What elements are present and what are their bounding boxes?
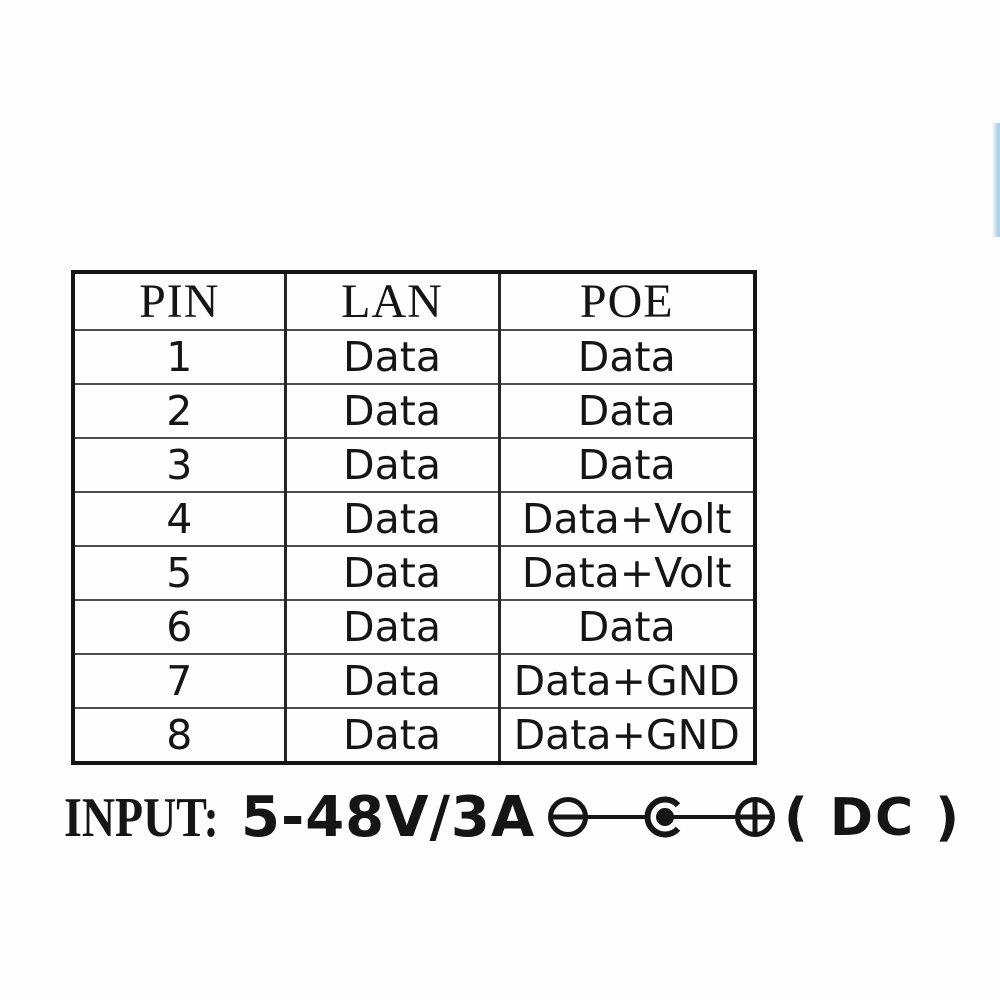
column-header-pin: PIN bbox=[71, 271, 287, 331]
lan-cell: Data bbox=[283, 491, 501, 547]
dc-polarity-icon bbox=[548, 796, 775, 838]
lan-cell: Data bbox=[283, 653, 501, 709]
pin-cell: 7 bbox=[71, 653, 287, 709]
pin-cell: 1 bbox=[71, 329, 287, 385]
pinout-table: PIN LAN POE 1 Data Data 2 Data Data 3 Da… bbox=[71, 270, 757, 765]
table-row: 8 Data Data+GND bbox=[71, 707, 757, 764]
edge-artifact-strip bbox=[992, 123, 1000, 237]
table-row: 2 Data Data bbox=[71, 383, 757, 439]
dc-label: ( DC ) bbox=[784, 788, 962, 848]
poe-cell: Data+Volt bbox=[497, 545, 757, 601]
table-row: 1 Data Data bbox=[71, 329, 757, 385]
poe-cell: Data bbox=[497, 329, 757, 385]
plus-circle-icon bbox=[735, 797, 775, 837]
table-row: 3 Data Data bbox=[71, 437, 757, 493]
table-row: 5 Data Data+Volt bbox=[71, 545, 757, 601]
table-header-row: PIN LAN POE bbox=[71, 271, 757, 331]
pin-cell: 2 bbox=[71, 383, 287, 439]
lan-cell: Data bbox=[283, 545, 501, 601]
pin-cell: 8 bbox=[71, 707, 287, 764]
pin-cell: 5 bbox=[71, 545, 287, 601]
pin-cell: 3 bbox=[71, 437, 287, 493]
input-voltage-value: 5-48V/3A bbox=[241, 785, 536, 850]
column-header-lan: LAN bbox=[283, 271, 501, 331]
lan-cell: Data bbox=[283, 329, 501, 385]
table-row: 7 Data Data+GND bbox=[71, 653, 757, 709]
poe-cell: Data+GND bbox=[497, 707, 757, 764]
lan-cell: Data bbox=[283, 599, 501, 655]
poe-cell: Data bbox=[497, 599, 757, 655]
poe-cell: Data bbox=[497, 383, 757, 439]
pin-cell: 4 bbox=[71, 491, 287, 547]
table-row: 6 Data Data bbox=[71, 599, 757, 655]
table-row: 4 Data Data+Volt bbox=[71, 491, 757, 547]
lan-cell: Data bbox=[283, 707, 501, 764]
column-header-poe: POE bbox=[497, 271, 757, 331]
pin-cell: 6 bbox=[71, 599, 287, 655]
lan-cell: Data bbox=[283, 383, 501, 439]
input-label: INPUT: bbox=[64, 787, 219, 849]
input-spec-line: INPUT: 5-48V/3A bbox=[0, 782, 1000, 854]
poe-cell: Data bbox=[497, 437, 757, 493]
lan-cell: Data bbox=[283, 437, 501, 493]
center-pin-icon bbox=[644, 796, 681, 838]
minus-circle-icon bbox=[548, 797, 588, 837]
poe-cell: Data+GND bbox=[497, 653, 757, 709]
poe-cell: Data+Volt bbox=[497, 491, 757, 547]
